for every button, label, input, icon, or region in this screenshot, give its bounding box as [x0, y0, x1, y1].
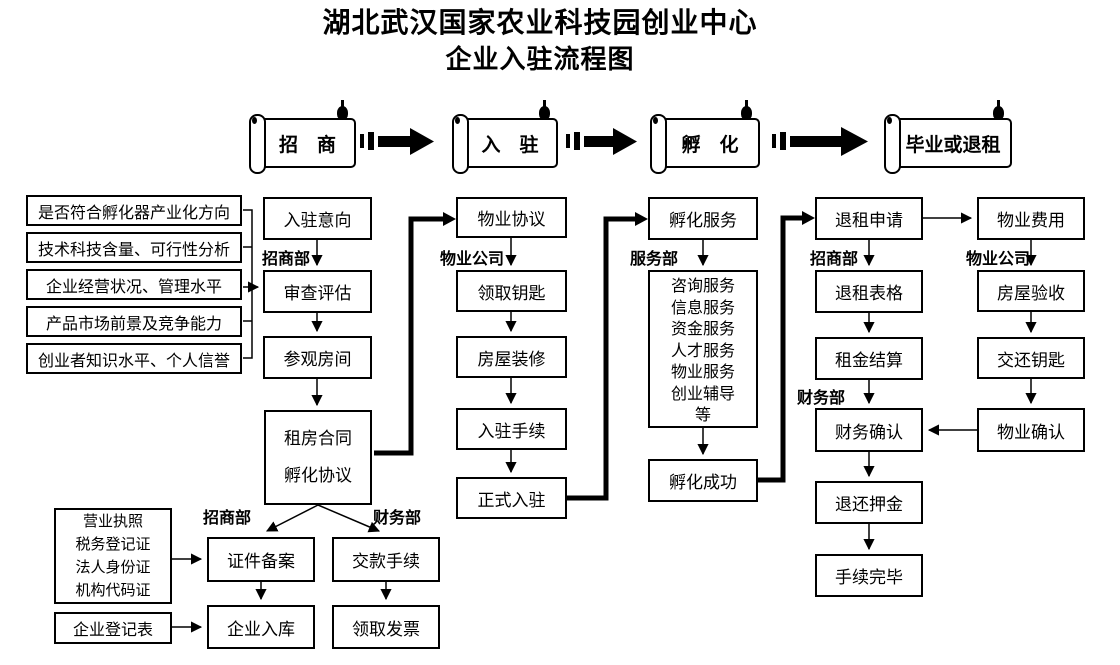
criteria-box-1: 是否符合孵化器产业化方向 [26, 195, 242, 226]
banner-incubation: 孵 化 [648, 100, 760, 174]
lease-termination-request-box: 退租申请 [815, 197, 923, 240]
stage-arrow-3 [772, 127, 868, 156]
property-fee-box: 物业费用 [977, 197, 1085, 240]
banner-recruitment-label: 招 商 [259, 118, 356, 168]
banner-graduation-label: 毕业或退租 [894, 118, 1012, 168]
scroll-roll-icon [452, 114, 469, 174]
thin-connectors [172, 212, 1037, 633]
invoice-box: 领取发票 [332, 605, 440, 649]
property-confirmation-box: 物业确认 [977, 408, 1085, 452]
service-item: 人才服务 [670, 342, 735, 360]
get-keys-box: 领取钥匙 [456, 270, 567, 312]
scroll-knob-icon [337, 100, 348, 120]
rent-settlement-box: 租金结算 [815, 337, 923, 380]
scroll-knob-icon [993, 100, 1004, 120]
dept-label-property-entry: 物业公司 [440, 251, 505, 268]
incubation-service-box: 孵化服务 [648, 197, 758, 240]
entry-intention-box: 入驻意向 [263, 197, 372, 240]
scroll-roll-icon [249, 114, 266, 174]
stage-arrows [360, 127, 868, 156]
document-item: 机构代码证 [75, 582, 151, 599]
dept-label-property-exit: 物业公司 [966, 251, 1031, 268]
documents-box: 营业执照 税务登记证 法人身份证 机构代码证 [54, 508, 172, 604]
scroll-roll-icon [650, 114, 667, 174]
finance-confirmation-box: 财务确认 [815, 408, 923, 452]
service-item: 创业辅导 [670, 385, 735, 403]
criteria-box-3: 企业经营状况、管理水平 [26, 269, 242, 300]
payment-procedure-box: 交款手续 [332, 537, 440, 582]
room-decoration-box: 房屋装修 [456, 336, 567, 378]
document-item: 营业执照 [82, 513, 143, 530]
enterprise-warehousing-box: 企业入库 [207, 605, 315, 649]
diagonal-connectors [265, 504, 381, 533]
banner-entry: 入 驻 [450, 100, 558, 174]
dept-label-service: 服务部 [630, 251, 679, 268]
criteria-box-4: 产品市场前景及竞争能力 [26, 306, 242, 337]
dept-label-recruitment-exit: 招商部 [810, 251, 859, 268]
procedure-complete-box: 手续完毕 [815, 554, 923, 597]
criteria-box-5: 创业者知识水平、个人信誉 [26, 343, 242, 374]
dept-label-finance-exit: 财务部 [797, 390, 846, 407]
contract-line2: 孵化协议 [284, 466, 352, 485]
dept-label-finance-bottom: 财务部 [373, 510, 422, 527]
scroll-knob-icon [741, 100, 752, 120]
service-item: 资金服务 [670, 321, 735, 338]
contract-agreement-box: 租房合同 孵化协议 [264, 410, 372, 505]
document-item: 法人身份证 [75, 559, 151, 576]
incubation-success-box: 孵化成功 [648, 459, 758, 502]
contract-line1: 租房合同 [284, 429, 352, 448]
page-title: 湖北武汉国家农业科技园创业中心 企业入驻流程图 [0, 4, 1080, 76]
return-keys-box: 交还钥匙 [977, 337, 1085, 379]
dept-label-recruitment-bottom: 招商部 [203, 510, 252, 527]
criteria-bracket [243, 209, 260, 359]
deposit-refund-box: 退还押金 [815, 481, 923, 524]
certificate-filing-box: 证件备案 [207, 537, 315, 582]
thick-connectors [374, 211, 815, 501]
criteria-box-2: 技术科技含量、可行性分析 [26, 232, 242, 263]
stage-arrow-1 [360, 128, 434, 155]
banner-entry-label: 入 驻 [462, 118, 558, 168]
service-item: 等 [694, 407, 711, 424]
service-item: 物业服务 [670, 364, 735, 381]
stage-arrow-2 [566, 128, 637, 155]
service-item: 咨询服务 [670, 278, 735, 295]
scroll-roll-icon [884, 114, 901, 174]
banner-incubation-label: 孵 化 [660, 118, 760, 168]
registration-form-box: 企业登记表 [54, 612, 172, 644]
official-entry-box: 正式入驻 [456, 477, 567, 519]
banner-graduation: 毕业或退租 [882, 100, 1012, 174]
incubation-services-list-box: 咨询服务 信息服务 资金服务 人才服务 物业服务 创业辅导 等 [648, 270, 758, 428]
page-title-line2: 企业入驻流程图 [445, 44, 635, 74]
property-agreement-box: 物业协议 [456, 197, 567, 238]
review-assessment-box: 审查评估 [263, 270, 372, 313]
visit-room-box: 参观房间 [263, 336, 372, 379]
scroll-knob-icon [539, 100, 550, 120]
termination-form-box: 退租表格 [815, 270, 923, 313]
entry-procedure-box: 入驻手续 [456, 408, 567, 450]
page-title-line1: 湖北武汉国家农业科技园创业中心 [322, 7, 758, 38]
document-item: 税务登记证 [75, 536, 151, 553]
dept-label-recruitment-top: 招商部 [262, 251, 311, 268]
service-item: 信息服务 [670, 299, 735, 317]
house-inspection-box: 房屋验收 [977, 270, 1085, 312]
banner-recruitment: 招 商 [247, 100, 356, 174]
